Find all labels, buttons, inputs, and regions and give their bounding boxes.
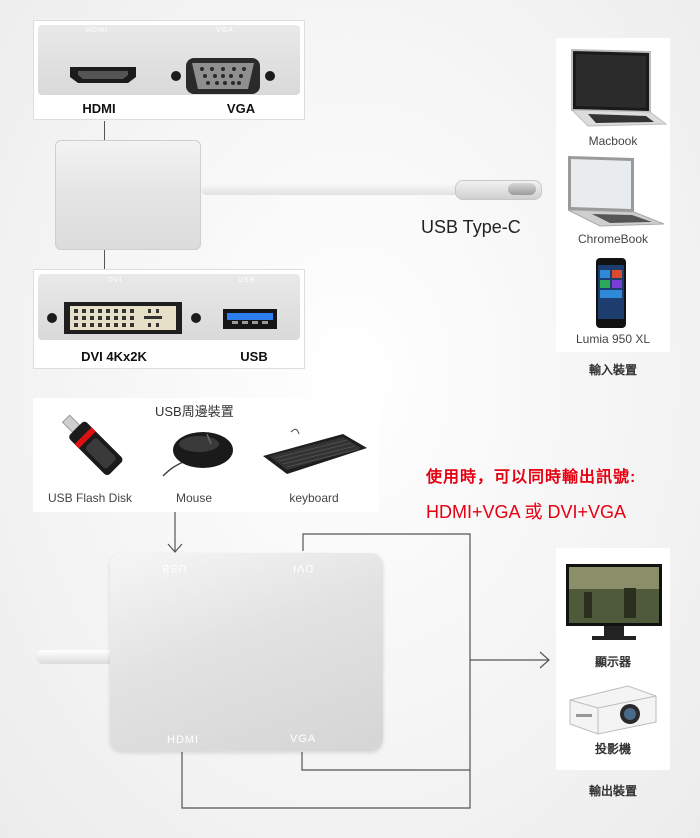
- top-ports-panel: HDMI VGA HDMI VGA: [33, 20, 305, 120]
- bottom-ports-panel: DVI USB DVI 4Kx2K USB: [33, 269, 305, 369]
- output-devices-panel: 顯示器 投影機: [556, 548, 670, 770]
- usb-port-icon: [223, 309, 277, 329]
- label-vga: VGA: [226, 101, 256, 116]
- big-hub-cable: [36, 650, 116, 664]
- big-hub-port-hdmi: HDMI: [167, 734, 200, 746]
- big-hub-port-vga: VGA: [290, 733, 317, 745]
- bottom-strip-text-usb: USB: [238, 277, 256, 284]
- cable-label: USB Type-C: [421, 217, 521, 237]
- label-usb: USB: [240, 349, 268, 364]
- notice-line2: HDMI+VGA 或 DVI+VGA: [426, 502, 627, 522]
- usb-peripheral-label-flash: USB Flash Disk: [47, 491, 133, 505]
- input-device-label-macbook: Macbook: [588, 134, 638, 148]
- input-device-label-lumia: Lumia 950 XL: [575, 332, 651, 346]
- usb-peripherals-title: USB周邊裝置: [155, 404, 234, 419]
- big-hub-port-dvi: DVI: [292, 562, 314, 574]
- output-devices-caption: 輸出裝置: [588, 784, 637, 798]
- usb-peripherals-panel: USB周邊裝置 USB Flash Disk Mouse keyboard: [33, 398, 379, 512]
- big-hub: [110, 553, 383, 751]
- hdmi-port-icon: [70, 67, 136, 83]
- bottom-port-strip: DVI USB: [38, 274, 300, 340]
- small-hub-cable: [201, 183, 461, 195]
- small-hub: [55, 140, 201, 250]
- usb-peripheral-label-keyboard: keyboard: [289, 491, 339, 505]
- laptop-macbook-icon: [570, 48, 668, 127]
- input-devices-caption: 輸入裝置: [588, 363, 637, 377]
- notice-line1: 使用時，可以同時輸出訊號:: [426, 469, 637, 486]
- usb-c-tip: [508, 183, 536, 195]
- usb-peripheral-label-mouse: Mouse: [175, 491, 213, 505]
- top-port-strip: HDMI VGA: [38, 25, 300, 95]
- monitor-icon: [566, 564, 662, 640]
- output-device-label-monitor: 顯示器: [594, 655, 631, 669]
- label-dvi: DVI 4Kx2K: [81, 349, 147, 364]
- top-strip-text-hdmi: HDMI: [86, 27, 108, 34]
- vga-port-icon: [171, 58, 275, 94]
- keyboard-icon: [263, 428, 367, 474]
- usb-flash-disk-icon: [61, 414, 123, 476]
- bottom-strip-text-dvi: DVI: [108, 277, 123, 284]
- laptop-chromebook-icon: [567, 156, 665, 227]
- input-device-label-chromebook: ChromeBook: [577, 232, 649, 246]
- top-strip-text-vga: VGA: [216, 27, 234, 34]
- phone-icon: [596, 258, 626, 328]
- label-hdmi: HDMI: [82, 101, 116, 116]
- projector-icon: [569, 685, 657, 735]
- input-devices-panel: Macbook ChromeBook Lumia 950 XL: [556, 38, 670, 352]
- dvi-port-icon: [47, 302, 201, 334]
- big-hub-port-usb: USB: [161, 562, 187, 574]
- connector-line-top: [104, 121, 105, 141]
- connector-line-bottom: [104, 250, 105, 270]
- mouse-icon: [162, 432, 233, 477]
- output-device-label-projector: 投影機: [594, 742, 631, 756]
